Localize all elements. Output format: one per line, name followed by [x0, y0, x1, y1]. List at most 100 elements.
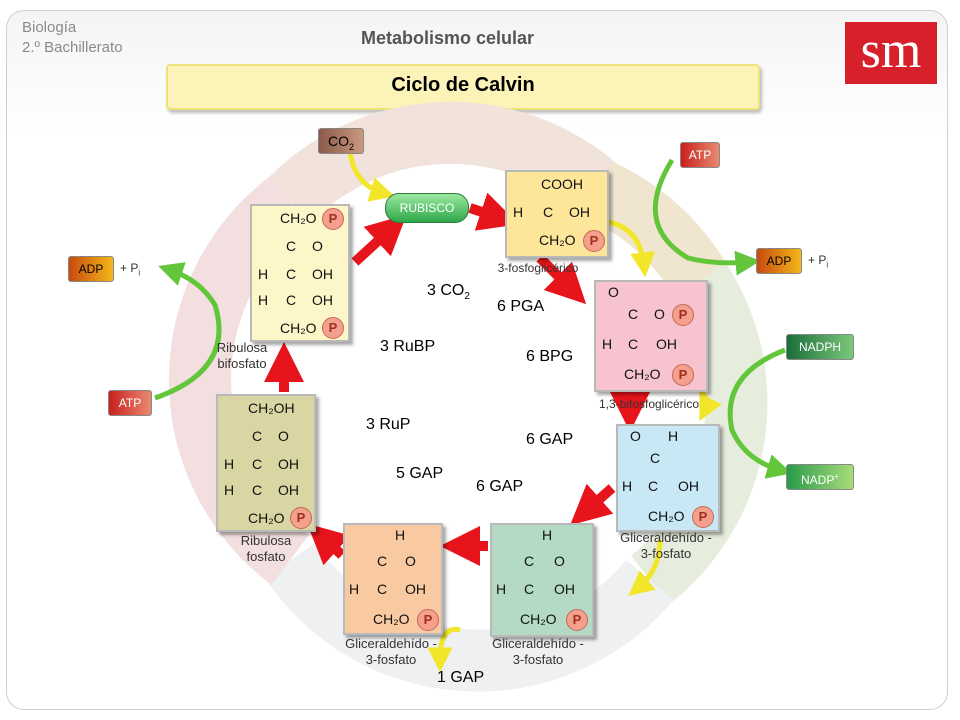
phosphate-p2: P: [322, 317, 344, 339]
atom-oh: OH: [278, 456, 299, 472]
atom-ch2o2: CH₂O: [280, 320, 317, 336]
name-gap-left-1: Gliceraldehído -: [345, 636, 437, 651]
nadp-text: NADP: [800, 473, 835, 487]
atom-o: O: [312, 238, 323, 254]
atom-h: H: [542, 527, 553, 543]
atom-o2: O: [654, 306, 665, 322]
arrow-pga-side: [607, 219, 656, 278]
co2-sub: 2: [348, 141, 354, 152]
name-ribulosa-fosfato: Ribulosa fosfato: [222, 533, 310, 565]
atom-c: C: [377, 553, 388, 569]
atom-c: C: [628, 306, 639, 322]
molecule-gap-right: O H C H C OH CH₂O P: [616, 424, 720, 532]
name-gap-middle-1: Gliceraldehído -: [492, 636, 584, 651]
atom-h2: H: [496, 581, 507, 597]
arrow-gap-down: [628, 539, 663, 596]
subject-label: Biología 2.º Bachillerato: [22, 18, 123, 58]
arrow-co2-rubisco: [347, 151, 396, 202]
arrow-atp-adp-left: [154, 262, 222, 401]
co2-text: CO: [327, 133, 349, 149]
atom-h: H: [224, 456, 235, 472]
name-gap-left: Gliceraldehído - 3-fosfato: [327, 636, 455, 668]
atom-h: H: [258, 266, 269, 282]
label-6bpg: 6 BPG: [526, 348, 574, 365]
atom-ch2o: CH₂O: [624, 366, 661, 382]
name-rubp-2: bifosfato: [217, 356, 267, 371]
arrow-gap-out: [427, 626, 461, 673]
phosphate-p: P: [290, 507, 312, 529]
atom-o: O: [608, 284, 619, 300]
atom-h2: H: [224, 482, 235, 498]
red-arrows: [264, 192, 650, 566]
phosphate-p2: P: [672, 364, 694, 386]
atom-h2: H: [349, 581, 360, 597]
page-title: Metabolismo celular: [360, 28, 535, 48]
label-6gap-a: 6 GAP: [526, 431, 574, 448]
atom-c: C: [286, 238, 297, 254]
arrow-pga-bpg: [536, 254, 587, 305]
rubisco-enzyme: RUBISCO: [385, 193, 469, 223]
co2-input-tag: CO2: [318, 128, 364, 154]
arrow-nadph-nadp: [727, 347, 793, 479]
arrow-rubp-rubisco: [351, 214, 407, 266]
pi-right-label: + Pi: [808, 252, 828, 273]
name-rup-2: fosfato: [246, 549, 286, 564]
name-gap-right: Gliceraldehído - 3-fosfato: [602, 530, 730, 562]
molecule-gap-middle: H C O H C OH CH₂O P: [490, 523, 594, 637]
nadp-sup: +: [834, 472, 839, 481]
name-13-bifosfoglicerico: 1,3-bifosfoglicérico: [598, 397, 700, 411]
atom-o: O: [630, 428, 641, 444]
atom-ch2o: CH₂O: [280, 210, 317, 226]
cycle-band-topright: [586, 161, 727, 297]
phosphate-p: P: [583, 230, 605, 252]
label-3rubp: 3 RuBP: [380, 338, 436, 355]
atom-oh2: OH: [278, 482, 299, 498]
atom-oh2: OH: [312, 292, 333, 308]
atom-c2: C: [648, 478, 659, 494]
atom-ch2o: CH₂O: [648, 508, 685, 524]
arrow-atp-adp-right: [652, 158, 761, 276]
label-6pga: 6 PGA: [497, 298, 545, 315]
subject-line2: 2.º Bachillerato: [22, 39, 123, 56]
phosphate-p: P: [566, 609, 588, 631]
name-gap-middle-2: 3-fosfato: [512, 652, 564, 667]
name-ribulosa-bifosfato: Ribulosa bifosfato: [198, 340, 286, 372]
atom-c2: C: [286, 266, 297, 282]
atom-c: C: [524, 553, 535, 569]
atom-h: H: [395, 527, 406, 543]
atom-ch2oh: CH₂OH: [248, 400, 295, 416]
molecule-gap-left: H C O H C OH CH₂O P: [343, 523, 443, 635]
pi-left-sub: i: [138, 268, 141, 278]
name-gap-left-2: 3-fosfato: [365, 652, 417, 667]
adp-left-tag: ADP: [68, 256, 114, 282]
arrow-gapleft-rup: [307, 523, 351, 566]
phosphate-p: P: [672, 304, 694, 326]
name-rubp-1: Ribulosa: [216, 340, 268, 355]
molecule-ribulosa-fosfato: CH₂OH C O H C OH H C OH CH₂O P: [216, 394, 316, 532]
name-rup-1: Ribulosa: [240, 533, 292, 548]
name-gap-right-1: Gliceraldehído -: [620, 530, 712, 545]
atom-oh: OH: [554, 581, 575, 597]
pi-right-text: + P: [808, 253, 827, 267]
atp-left-tag: ATP: [108, 390, 152, 416]
atom-o: O: [405, 553, 416, 569]
green-arrows: [154, 158, 793, 479]
atom-h: H: [602, 336, 613, 352]
atp-top-tag: ATP: [680, 142, 720, 168]
banner-title: Ciclo de Calvin: [391, 74, 535, 96]
arrow-gap-gapmid: [570, 483, 616, 526]
atom-oh: OH: [656, 336, 677, 352]
molecule-13-bifosfoglicerico: O C O P H C OH CH₂O P: [594, 280, 708, 392]
nadp-tag: NADP+: [786, 464, 854, 490]
atom-o: O: [554, 553, 565, 569]
atom-c2: C: [252, 456, 263, 472]
nadph-tag: NADPH: [786, 334, 854, 360]
atom-oh: OH: [405, 581, 426, 597]
atom-ch2o: CH₂O: [373, 611, 410, 627]
label-3co2: 3 CO2: [427, 282, 470, 302]
sm-logo: sm: [845, 22, 937, 84]
atom-c2: C: [628, 336, 639, 352]
atom-cooh: COOH: [541, 176, 583, 192]
cycle-band-bottom: [264, 542, 674, 692]
pi-left-label: + Pi: [120, 260, 140, 281]
